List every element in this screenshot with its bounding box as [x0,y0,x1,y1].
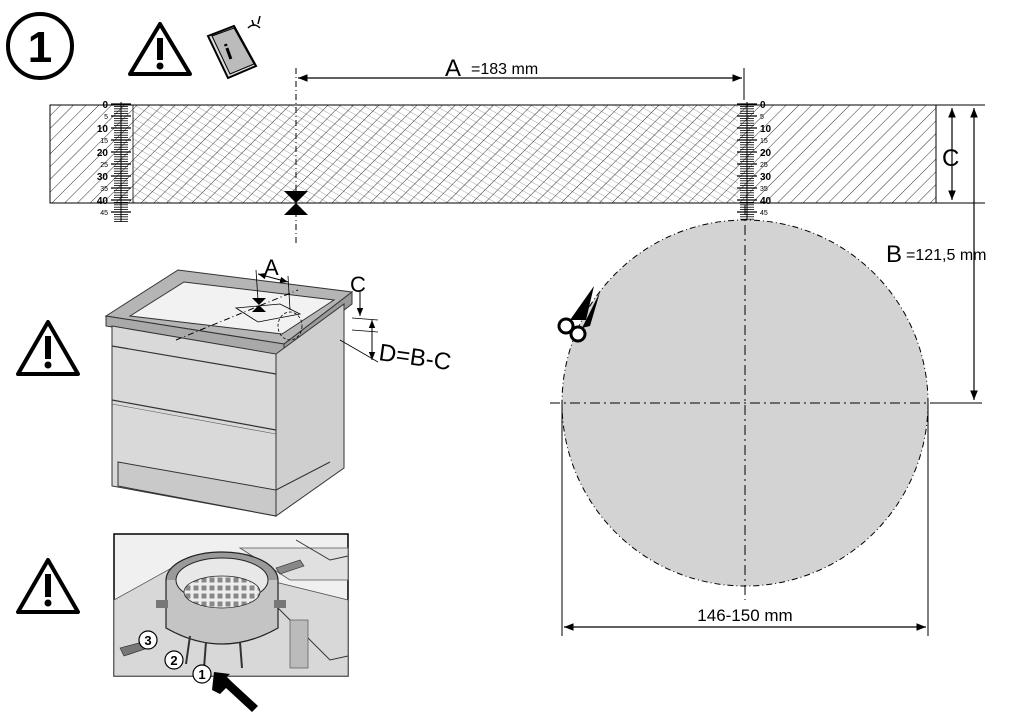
cabinet-a-label: A [264,255,279,280]
gauge-label: 45 [760,210,768,217]
a-letter: A [445,55,461,82]
gauge-label: 45 [100,210,108,217]
cutout-circle [550,205,980,600]
gauge-label: 10 [97,124,109,135]
step-badge: 1 [6,12,74,80]
callout-2: 2 [164,650,184,670]
center-marker-icon [284,191,308,215]
b-value: =121,5 mm [906,247,986,264]
formula-label: D=B-C [377,339,453,376]
gauge-left: 0 5 10 15 20 25 30 35 40 45 [97,100,131,223]
gauge-label: 10 [760,124,772,135]
scissors-icon [557,286,600,343]
countertop-strip [49,104,937,204]
dimension-a: A =183 mm [295,55,745,245]
info-manual-icon: i [206,15,261,80]
b-letter: B [886,241,902,268]
warning-triangle-icon [16,558,80,614]
gauge-label: 20 [97,148,109,159]
filter-detail-illustration: 3 2 1 [113,533,349,684]
gauge-label: 40 [760,196,772,207]
warning-triangle-icon [16,320,80,376]
svg-text:3: 3 [144,633,151,648]
diameter-label: 146-150 mm [697,606,792,625]
gauge-label: 20 [760,148,772,159]
svg-text:1: 1 [198,667,205,682]
cabinet-illustration: A C D=B-C [104,255,453,517]
gauge-label: 30 [97,172,109,183]
a-value: =183 mm [471,61,538,78]
gauge-label: 5 [760,114,764,121]
push-arrow-icon [212,672,258,712]
step-number: 1 [28,23,52,72]
callout-1: 1 [192,664,212,684]
callout-3: 3 [138,630,158,650]
gauge-label: 0 [102,100,108,111]
c-letter: C [942,145,959,172]
gauge-label: 35 [760,186,768,193]
gauge-label: 25 [100,162,108,169]
gauge-label: 15 [100,138,108,145]
svg-text:2: 2 [170,653,177,668]
gauge-label: 15 [760,138,768,145]
gauge-label: 35 [100,186,108,193]
gauge-label: 30 [760,172,772,183]
gauge-label: 25 [760,162,768,169]
dimension-c: C [936,104,985,204]
gauge-label: 0 [760,100,766,111]
gauge-label: 40 [97,196,109,207]
gauge-label: 5 [104,114,108,121]
gauge-right: 0 5 10 15 20 25 30 35 40 45 [737,100,772,223]
cabinet-c-label: C [350,272,366,297]
dimension-diameter: 146-150 mm [561,403,929,636]
warning-triangle-icon [128,22,192,76]
